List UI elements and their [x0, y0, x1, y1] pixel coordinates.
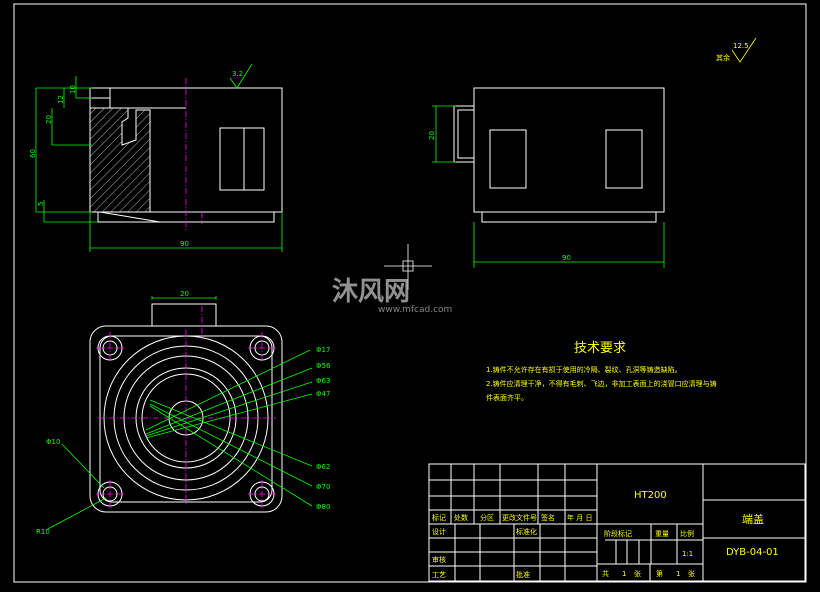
title-block: 标记 处数 分区 更改文件号 签名 年 月 日 设计 标准化 审核 工艺 批准 …	[428, 463, 806, 582]
dia-62-label: Φ62	[316, 463, 330, 471]
dim-5-label: 5	[37, 202, 45, 206]
front-view: 60 20 12 10 5 90 3.2	[29, 63, 283, 252]
roughness-top-value: 3.2	[232, 70, 243, 78]
sheet-border	[13, 3, 807, 583]
side-boss	[453, 105, 475, 163]
watermark-brand: 沐风网	[332, 277, 410, 307]
tb-count: 处数	[454, 513, 468, 522]
dim-10-label: 10	[69, 85, 77, 94]
tb-mark: 标记	[432, 513, 446, 522]
dia-63-label: Φ63	[316, 377, 330, 385]
dia-70-label: Φ70	[316, 483, 330, 491]
tb-design: 设计	[432, 527, 446, 536]
tb-drawing-no: DYB-04-01	[726, 547, 779, 558]
dia-80-label: Φ80	[316, 503, 330, 511]
r-label: R10	[36, 528, 50, 536]
top-view: 20 Φ17 Φ56 Φ63 Φ47 Φ62 Φ70 Φ80 Φ1	[36, 290, 331, 536]
side-window-right	[605, 129, 643, 189]
tb-sign: 签名	[541, 513, 555, 522]
tb-total-count: 1	[622, 570, 626, 578]
dim-12-label: 12	[57, 95, 65, 104]
tb-zone: 分区	[480, 513, 494, 522]
tb-sheets1: 张	[634, 569, 641, 578]
tech-line-1: 1.铸件不允许存在有损于使用的冷隔、裂纹、孔洞等铸造缺陷。	[486, 365, 682, 374]
tb-material: HT200	[634, 490, 667, 501]
watermark: 沐风网 www.mfcad.com	[332, 277, 452, 315]
general-roughness: 其余 12.5	[716, 37, 757, 63]
tb-date: 年 月 日	[567, 513, 592, 522]
dim-20-label: 20	[45, 115, 53, 124]
tb-nth-count: 1	[676, 570, 680, 578]
tech-requirements: 技术要求 1.铸件不允许存在有损于使用的冷隔、裂纹、孔洞等铸造缺陷。 2.铸件应…	[486, 341, 717, 402]
dim-height-label: 60	[29, 149, 37, 158]
side-view: 20 90	[428, 87, 665, 268]
bolt-hole	[102, 486, 118, 502]
side-body-outline	[473, 87, 665, 213]
dia-10-label: Φ10	[46, 438, 60, 446]
tb-process: 工艺	[432, 571, 446, 579]
dia-47-label: Φ47	[316, 390, 330, 398]
tb-stage-mark: 阶段标记	[604, 529, 632, 538]
tb-part-name: 端盖	[742, 512, 764, 526]
dim-width-label: 90	[180, 240, 189, 248]
tech-line-2: 2.铸件应清理干净，不得有毛刺、飞边，非加工表面上的浇冒口应清理与铸	[486, 379, 717, 388]
tb-sheets2: 张	[688, 569, 695, 578]
dia-56-label: Φ56	[316, 362, 331, 370]
tb-standardize: 标准化	[516, 527, 537, 536]
tb-nth: 第	[656, 569, 663, 578]
roughness-symbol	[229, 63, 253, 89]
tb-review: 审核	[432, 555, 446, 564]
dia-17-label: Φ17	[316, 346, 330, 354]
side-dim-height-label: 20	[428, 131, 436, 140]
side-dim-width-label: 90	[562, 254, 571, 262]
tb-weight: 重量	[655, 530, 669, 538]
top-dim-label: 20	[180, 290, 189, 298]
tech-title: 技术要求	[574, 341, 626, 356]
tb-scale-value: 1:1	[682, 550, 693, 558]
side-window	[219, 127, 265, 191]
tb-approve: 批准	[516, 570, 530, 579]
side-window-left	[489, 129, 527, 189]
tech-line-3: 件表面齐平。	[486, 393, 528, 402]
top-boss	[151, 303, 217, 327]
general-roughness-note: 其余	[716, 53, 730, 62]
bolt-hole	[254, 486, 270, 502]
tb-doc-no: 更改文件号	[502, 513, 537, 522]
general-roughness-value: 12.5	[733, 42, 749, 50]
tb-scale: 比例	[680, 529, 694, 538]
cad-cursor	[384, 244, 432, 290]
watermark-url: www.mfcad.com	[378, 305, 452, 315]
tb-total: 共	[602, 569, 609, 578]
section-hatch	[89, 107, 151, 213]
